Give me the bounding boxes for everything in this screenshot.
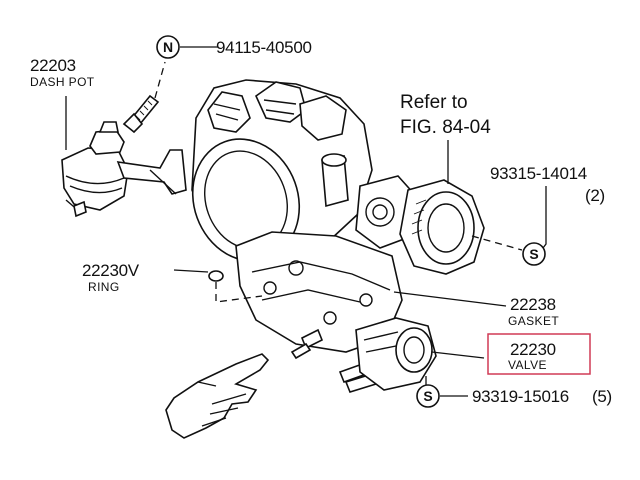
ring-drawing bbox=[208, 270, 263, 303]
part-number-93315-14014: 93315-14014 bbox=[490, 164, 587, 183]
s-symbol-text-93315: S bbox=[529, 246, 538, 262]
s-symbol-93315: S bbox=[522, 242, 546, 266]
s-symbol-93319: S bbox=[416, 384, 440, 408]
n-symbol-text: N bbox=[163, 39, 173, 55]
part-name-dash-pot: DASH POT bbox=[30, 75, 95, 89]
throttle-body-drawing bbox=[191, 79, 417, 393]
motor-drawing bbox=[399, 179, 485, 275]
part-number-22203: 22203 bbox=[30, 56, 76, 75]
part-qty-93319: (5) bbox=[592, 387, 612, 406]
pointing-hand-icon bbox=[165, 353, 270, 439]
part-number-93319-15016: 93319-15016 bbox=[472, 387, 569, 406]
part-qty-93315: (2) bbox=[585, 186, 605, 205]
part-number-22238: 22238 bbox=[510, 295, 556, 314]
part-name-gasket: GASKET bbox=[508, 314, 559, 328]
fig-reference-text: FIG. 84-04 bbox=[400, 117, 491, 138]
part-number-22230v: 22230V bbox=[82, 261, 140, 280]
part-number-94115-40500: 94115-40500 bbox=[216, 38, 312, 57]
part-name-ring: RING bbox=[88, 280, 120, 294]
n-symbol-94115: N bbox=[156, 35, 180, 59]
part-number-22230: 22230 bbox=[510, 340, 556, 359]
highlight-box-22230 bbox=[487, 333, 591, 375]
valve-drawing bbox=[355, 317, 437, 391]
dash-pot-drawing bbox=[61, 61, 187, 218]
part-name-valve: VALVE bbox=[508, 358, 547, 372]
refer-to-text: Refer to bbox=[400, 92, 468, 113]
s-symbol-text-93319: S bbox=[423, 388, 432, 404]
